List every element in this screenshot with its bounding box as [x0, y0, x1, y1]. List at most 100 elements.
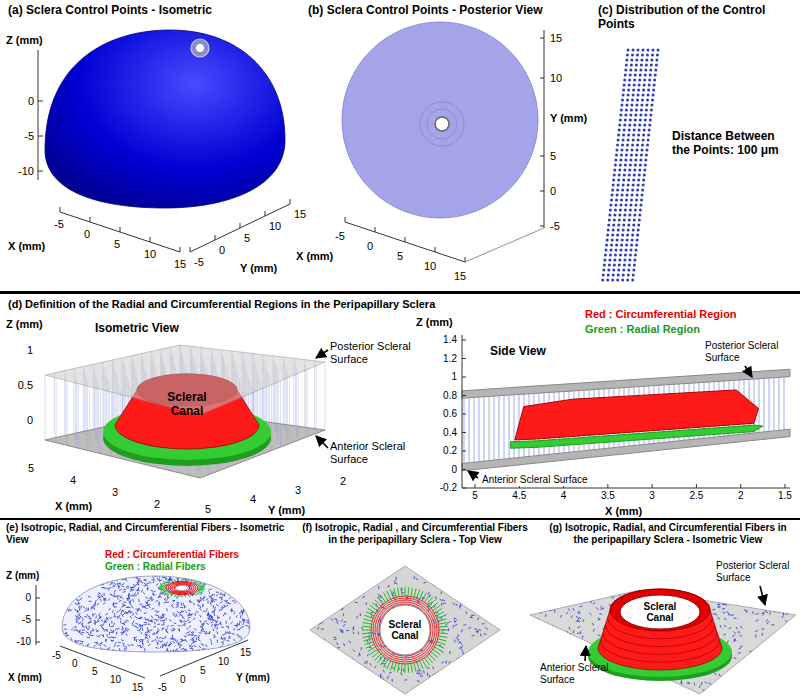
- fiber: [89, 601, 92, 602]
- control-point: [634, 164, 637, 167]
- control-point: [629, 114, 632, 117]
- control-point: [639, 74, 642, 77]
- y-axis: [190, 204, 290, 252]
- fiber: [134, 638, 135, 641]
- fiber: [233, 628, 235, 630]
- control-point: [630, 59, 633, 62]
- canal-contour: [427, 109, 457, 139]
- fiber: [61, 634, 63, 637]
- fiber: [234, 612, 235, 615]
- control-point: [624, 119, 627, 122]
- circumferential-fiber: [174, 585, 190, 592]
- fiber: [118, 586, 120, 589]
- fiber: [231, 579, 233, 581]
- fiber: [238, 645, 240, 648]
- fiber: [172, 600, 175, 602]
- control-point: [639, 119, 642, 122]
- control-point: [628, 219, 631, 222]
- control-point: [628, 79, 631, 82]
- fiber: [165, 618, 168, 619]
- control-point: [616, 144, 619, 147]
- fiber: [198, 604, 199, 607]
- fiber: [131, 606, 133, 608]
- fiber: [167, 596, 169, 598]
- circumferential-fiber: [172, 584, 192, 592]
- fiber: [443, 602, 446, 604]
- fiber: [178, 629, 180, 631]
- fiber: [114, 590, 115, 593]
- fiber: [108, 598, 110, 600]
- fiber: [213, 605, 214, 608]
- fiber: [161, 624, 164, 625]
- fiber: [104, 598, 105, 601]
- fiber: [147, 630, 148, 633]
- fiber: [248, 581, 251, 582]
- fiber: [182, 603, 184, 606]
- fiber: [199, 601, 201, 604]
- fiber: [160, 592, 162, 595]
- fiber: [179, 645, 180, 648]
- control-point: [622, 224, 625, 227]
- control-point: [643, 129, 646, 132]
- control-point: [624, 209, 627, 212]
- fiber: [214, 584, 216, 587]
- fiber: [207, 601, 208, 604]
- control-point: [613, 264, 616, 267]
- fiber: [72, 643, 73, 646]
- fiber: [248, 626, 249, 629]
- control-point: [640, 64, 643, 67]
- control-point: [630, 109, 633, 112]
- fiber: [243, 620, 245, 622]
- fiber: [76, 584, 78, 586]
- control-point: [638, 174, 641, 177]
- control-point: [651, 99, 654, 102]
- axis-tick-mark: [540, 78, 544, 79]
- fiber: [167, 631, 169, 634]
- control-point: [616, 149, 619, 152]
- fiber: [252, 644, 254, 647]
- fiber: [91, 583, 93, 585]
- fiber: [122, 584, 125, 585]
- control-point: [620, 199, 623, 202]
- control-point: [631, 189, 634, 192]
- fiber: [180, 620, 183, 622]
- frame-edge: [465, 228, 544, 262]
- fiber: [82, 617, 83, 620]
- control-point: [612, 269, 615, 272]
- axis-tick-mark: [607, 484, 608, 488]
- fiber: [484, 681, 487, 682]
- fiber: [171, 638, 173, 640]
- fiber: [139, 624, 142, 625]
- thickness-line: [305, 364, 306, 431]
- fiber: [129, 601, 131, 604]
- fiber: [462, 568, 465, 569]
- control-point: [619, 204, 622, 207]
- fiber: [173, 628, 175, 630]
- fiber: [74, 590, 75, 593]
- fiber: [58, 609, 61, 610]
- fiber: [82, 626, 85, 628]
- fiber: [457, 681, 460, 682]
- control-point: [636, 54, 639, 57]
- axis-tick-mark: [345, 217, 346, 222]
- control-point: [603, 264, 606, 267]
- thickness-line: [65, 376, 66, 441]
- fiber: [460, 593, 462, 596]
- fiber: [229, 650, 230, 653]
- fiber: [194, 635, 197, 636]
- control-point: [636, 194, 639, 197]
- control-point: [631, 54, 634, 57]
- fiber: [324, 599, 325, 602]
- fiber: [147, 600, 150, 601]
- fiber: [86, 651, 88, 654]
- fiber: [77, 602, 79, 605]
- thickness-line: [489, 396, 490, 460]
- control-point: [611, 189, 614, 192]
- fiber: [240, 615, 241, 618]
- control-point: [631, 279, 634, 282]
- fiber: [216, 592, 219, 593]
- fiber: [164, 602, 167, 604]
- fiber: [368, 676, 370, 678]
- fiber: [132, 599, 134, 602]
- control-point: [622, 89, 625, 92]
